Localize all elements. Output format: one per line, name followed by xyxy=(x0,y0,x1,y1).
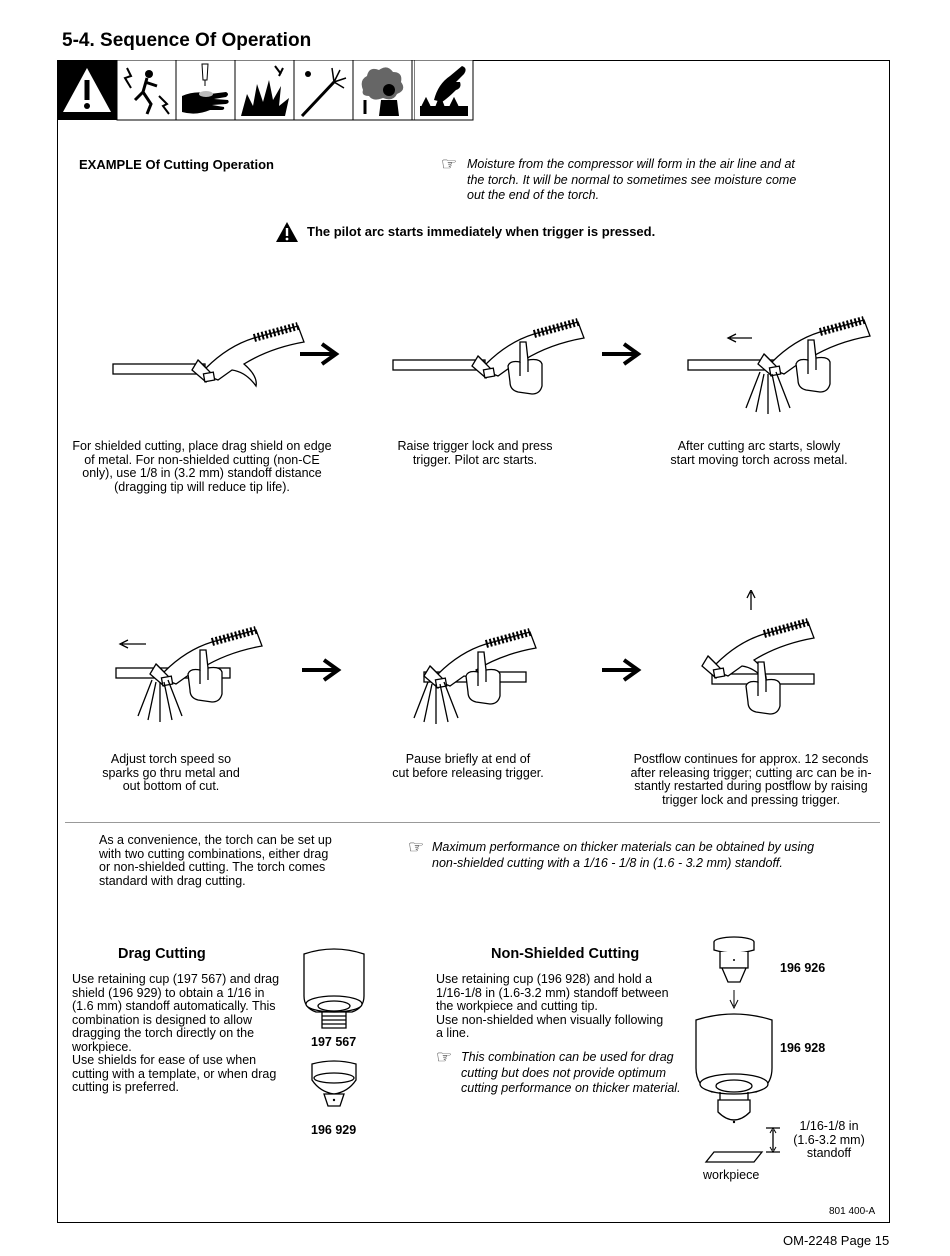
text-line: standoff xyxy=(806,1146,852,1160)
burned-hand-icon xyxy=(175,60,236,121)
caption-line: trigger lock and pressing trigger. xyxy=(662,792,840,807)
fumes-icon xyxy=(352,60,413,121)
text-line: the workpiece and cutting tip. xyxy=(436,999,598,1013)
electric-shock-icon xyxy=(116,60,177,121)
nonshielded-cutting-heading: Non-Shielded Cutting xyxy=(491,946,640,962)
caption-line: only), use 1/8 in (3.2 mm) standoff dist… xyxy=(82,466,322,480)
section-divider xyxy=(65,822,880,823)
hot-parts-icon xyxy=(413,59,474,126)
text-line: shield (196 929) to obtain a 1/16 in xyxy=(72,985,265,1000)
drag-cutting-heading: Drag Cutting xyxy=(118,946,206,962)
note-line: Maximum performance on thicker materials… xyxy=(432,840,815,854)
text-line: Use retaining cup (197 567) and drag xyxy=(72,972,280,986)
note-line: cutting performance on thicker material. xyxy=(461,1081,681,1095)
text-line: standard with drag cutting. xyxy=(99,873,246,888)
caption-line: trigger. Pilot arc starts. xyxy=(412,452,538,467)
text-line: Use non-shielded when visually following xyxy=(436,1012,664,1027)
explosion-icon xyxy=(234,60,295,121)
caption-line: After cutting arc starts, slowly xyxy=(677,439,841,453)
steps-row-2-illustration xyxy=(115,590,950,725)
steps-row-1-illustration xyxy=(112,280,950,415)
step-6-caption: Postflow continues for approx. 12 second… xyxy=(620,752,882,807)
caption-line: out bottom of cut. xyxy=(122,779,220,793)
page-footer: OM-2248 Page 15 xyxy=(783,1233,890,1248)
part-number-196929: 196 929 xyxy=(311,1123,357,1137)
note-line: cutting but does not provide optimum xyxy=(461,1065,666,1080)
text-line: 1/16-1/8 in xyxy=(799,1119,859,1133)
text-line: As a convenience, the torch can be set u… xyxy=(99,833,332,847)
retaining-cup-196928 xyxy=(695,1013,773,1124)
note-line: This combination can be used for drag xyxy=(461,1050,674,1064)
pilot-warning-text: The pilot arc starts immediately when tr… xyxy=(307,224,656,239)
workpiece-label: workpiece xyxy=(703,1168,760,1182)
pointing-hand-icon: ☞ xyxy=(408,837,425,857)
convenience-text: As a convenience, the torch can be set u… xyxy=(99,833,359,888)
caption-line: Adjust torch speed so xyxy=(110,752,232,766)
text-line: workpiece. xyxy=(72,1039,132,1054)
caption-line: sparks go thru metal and xyxy=(102,765,240,780)
caption-line: For shielded cutting, place drag shield … xyxy=(72,439,332,453)
text-line: dragging the torch directly on the xyxy=(72,1026,255,1040)
pointing-hand-icon: ☞ xyxy=(436,1047,453,1067)
warning-triangle-icon xyxy=(57,60,117,120)
text-line: cutting with a template, or when drag xyxy=(72,1066,277,1081)
caption-line: cut before releasing trigger. xyxy=(392,765,544,780)
retaining-cup-197567 xyxy=(303,948,365,1029)
nonshielded-cutting-body: Use retaining cup (196 928) and hold a 1… xyxy=(436,972,696,1041)
drag-parts-illustration xyxy=(303,948,365,1107)
text-line: Use retaining cup (196 928) and hold a xyxy=(436,972,653,986)
text-line: 1/16-1/8 in (1.6-3.2 mm) standoff betwee… xyxy=(436,985,669,1000)
caption-line: of metal. For non-shielded cutting (non-… xyxy=(84,452,320,467)
moisture-note-line: out the end of the torch. xyxy=(467,188,600,202)
standoff-dimension xyxy=(766,1127,780,1153)
figure-reference: 801 400-A xyxy=(829,1206,876,1217)
arc-spark-icon xyxy=(293,60,354,121)
part-number-196928: 196 928 xyxy=(780,1041,826,1055)
text-line: cutting is preferred. xyxy=(72,1080,179,1094)
text-line: or non-shielded cutting. The torch comes xyxy=(99,860,326,874)
caption-line: after releasing trigger; cutting arc can… xyxy=(630,765,872,780)
part-number-196926: 196 926 xyxy=(780,961,826,975)
part-196926 xyxy=(713,936,755,983)
part-number-197567: 197 567 xyxy=(311,1035,357,1049)
nonshielded-parts-illustration xyxy=(695,936,780,1163)
text-line: with two cutting combinations, either dr… xyxy=(99,846,329,861)
text-line: (1.6-3.2 mm) xyxy=(793,1132,865,1147)
caption-line: Pause briefly at end of xyxy=(405,752,531,766)
step-4-caption: Adjust torch speed so sparks go thru met… xyxy=(71,752,271,794)
text-line: combination is designed to allow xyxy=(72,1012,252,1027)
workpiece-plate xyxy=(704,1151,764,1163)
warning-triangle-icon xyxy=(276,222,298,242)
step-5-caption: Pause briefly at end of cut before relea… xyxy=(368,752,568,780)
moisture-note-line: the torch. It will be normal to sometime… xyxy=(467,172,797,187)
moisture-note-line: Moisture from the compressor will form i… xyxy=(467,157,795,171)
text-line: Use shields for ease of use when xyxy=(72,1053,257,1067)
step-1-caption: For shielded cutting, place drag shield … xyxy=(62,439,342,494)
drag-shield-196929 xyxy=(311,1060,357,1107)
step-3-caption: After cutting arc starts, slowly start m… xyxy=(649,439,869,467)
text-line: (1.6 mm) standoff automatically. This xyxy=(72,999,276,1013)
drag-cutting-body: Use retaining cup (197 567) and drag shi… xyxy=(72,972,302,1095)
hazard-icon-strip xyxy=(57,60,475,122)
text-line: a line. xyxy=(436,1026,470,1040)
example-heading: EXAMPLE Of Cutting Operation xyxy=(79,157,274,172)
caption-line: (dragging tip will reduce tip life). xyxy=(114,479,290,494)
caption-line: Postflow continues for approx. 12 second… xyxy=(633,752,869,766)
caption-line: start moving torch across metal. xyxy=(670,452,848,467)
caption-line: stantly restarted during postflow by rai… xyxy=(634,779,868,793)
note-line: non-shielded cutting with a 1/16 - 1/8 i… xyxy=(432,855,783,870)
step-2-caption: Raise trigger lock and press trigger. Pi… xyxy=(365,439,585,467)
section-title: 5-4. Sequence Of Operation xyxy=(62,30,312,51)
standoff-label: 1/16-1/8 in (1.6-3.2 mm) standoff xyxy=(786,1119,872,1161)
pointing-hand-icon: ☞ xyxy=(441,154,458,174)
caption-line: Raise trigger lock and press xyxy=(397,439,553,453)
